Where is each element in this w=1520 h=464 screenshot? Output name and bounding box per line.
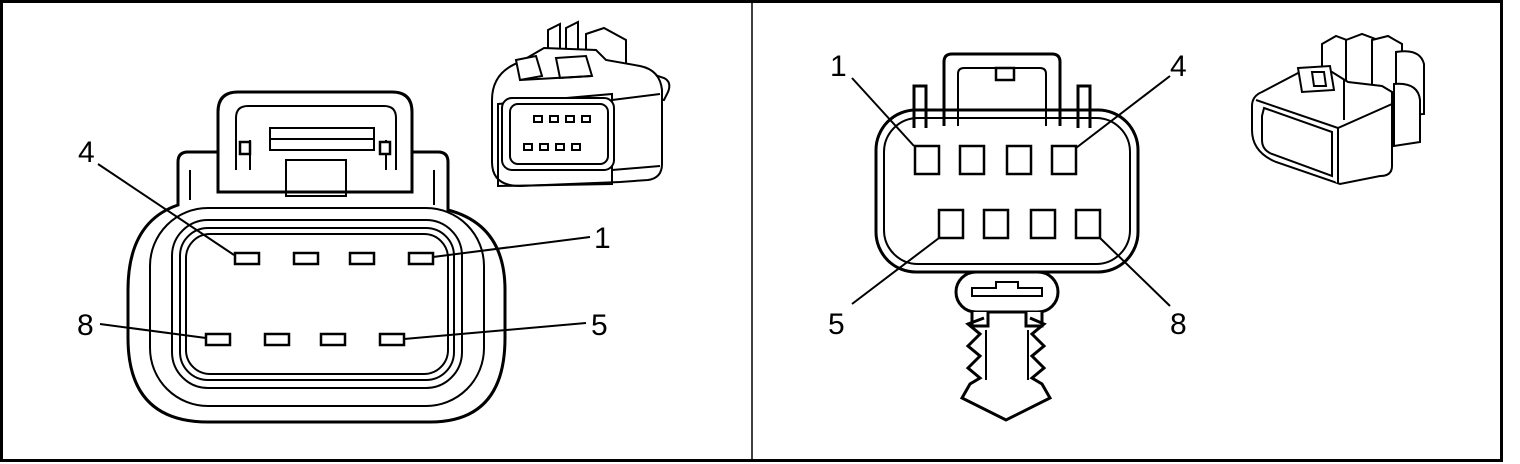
pin-label-right-bottom-right: 8 [1170, 308, 1187, 341]
right-pin-1 [913, 144, 941, 176]
pin-label-right-bottom-left: 5 [828, 308, 845, 341]
right-connector-thumbnail [1251, 32, 1425, 186]
leader-right-1 [851, 77, 915, 147]
left-pin-3 [292, 251, 320, 266]
right-pin-row-top [913, 144, 1078, 176]
left-pin-2 [348, 251, 376, 266]
left-mid-seal [171, 219, 463, 389]
pin-label-left-top-right: 1 [594, 222, 611, 255]
left-outer-seal [149, 207, 485, 407]
right-connector-face [883, 117, 1131, 265]
left-pin-6 [319, 332, 347, 347]
left-connector-body [126, 150, 507, 424]
pin-label-right-top-right: 4 [1170, 50, 1187, 83]
right-pin-3 [1005, 144, 1033, 176]
pin-label-left-bottom-left: 8 [77, 309, 94, 342]
left-pin-8 [204, 332, 232, 347]
right-pin-4 [1050, 144, 1078, 176]
left-pin-7 [263, 332, 291, 347]
pin-label-left-bottom-right: 5 [591, 309, 608, 342]
right-pin-row-bottom [937, 208, 1102, 240]
right-connector-body [874, 108, 1140, 274]
leader-left-8 [99, 323, 207, 339]
right-mounting-clip [954, 270, 1060, 422]
pin-label-right-top-left: 1 [830, 50, 847, 83]
left-latch-tab [216, 90, 414, 197]
left-pin-1 [407, 251, 435, 266]
right-pin-5 [937, 208, 965, 240]
left-pin-4 [233, 251, 261, 266]
leader-left-4 [97, 163, 235, 256]
right-pin-6 [982, 208, 1010, 240]
left-pin-row-bottom [204, 332, 406, 347]
left-connector-thumbnail [491, 20, 671, 188]
leader-right-4 [1075, 75, 1171, 149]
right-pin-7 [1029, 208, 1057, 240]
left-pin-5 [378, 332, 406, 347]
leader-right-5 [851, 237, 940, 305]
right-panel: 1 4 5 8 [828, 32, 1425, 422]
leader-right-8 [1099, 237, 1171, 307]
right-pin-2 [958, 144, 986, 176]
left-pin-row-top [233, 251, 435, 266]
leader-left-1 [432, 236, 591, 258]
right-pin-8 [1074, 208, 1102, 240]
leader-left-5 [403, 322, 587, 340]
left-inner-face [185, 233, 449, 375]
left-panel: 4 1 8 5 [77, 20, 671, 424]
pin-label-left-top-left: 4 [78, 136, 95, 169]
right-top-latch [912, 52, 1092, 128]
